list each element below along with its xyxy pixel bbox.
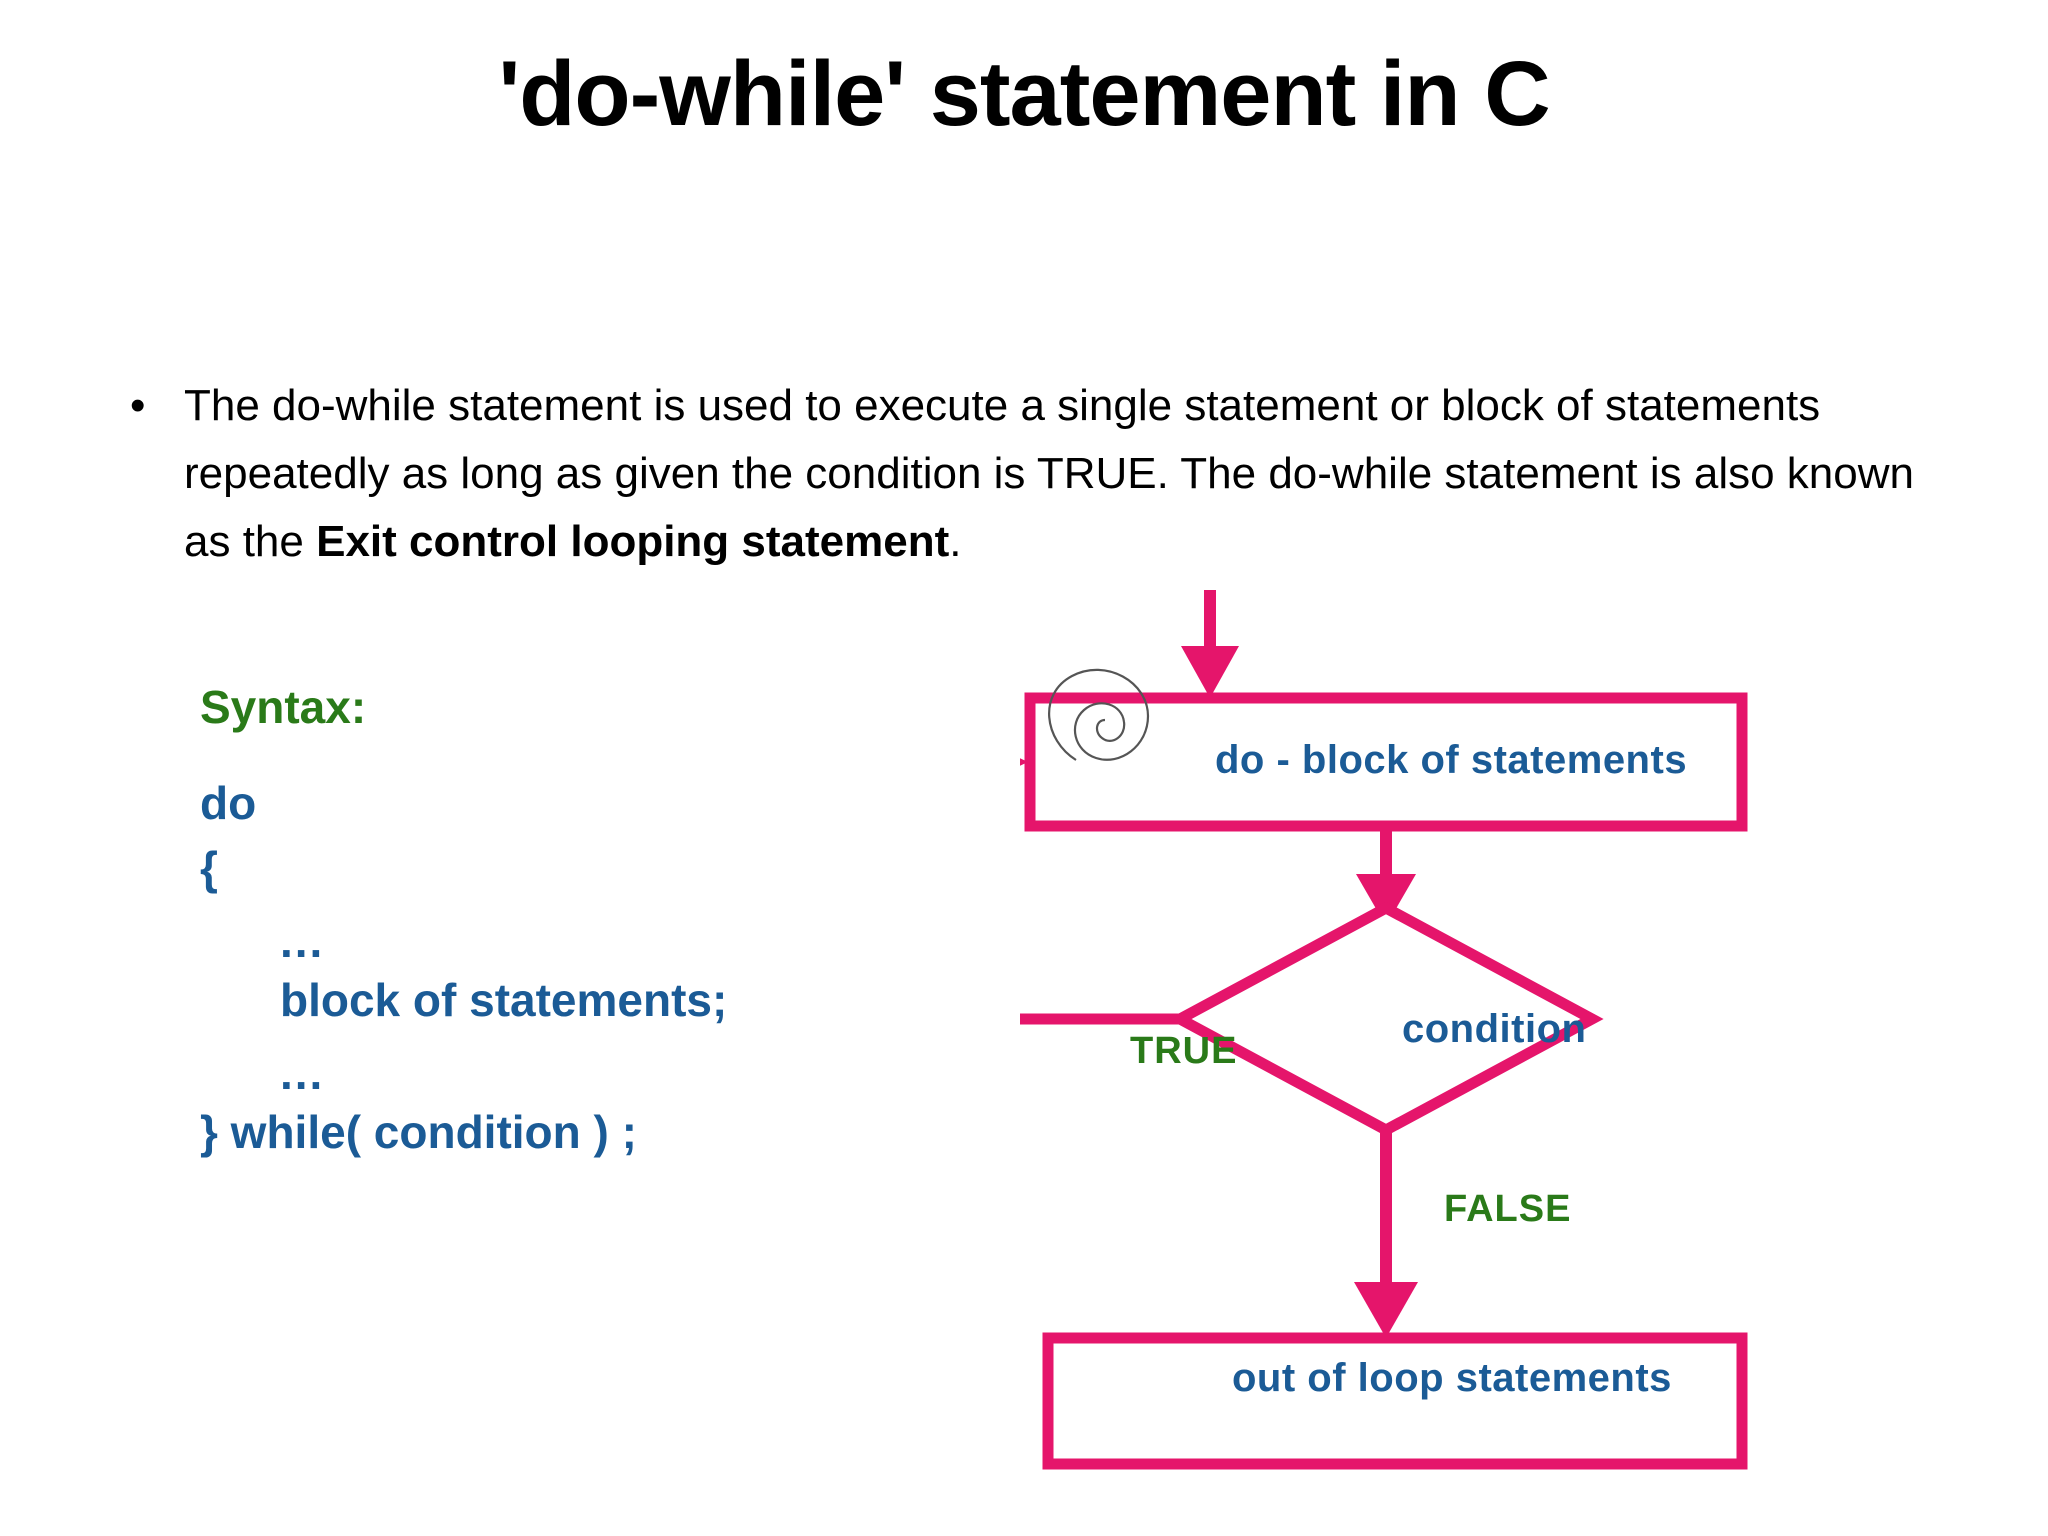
code-line-ellipsis-bottom: ... [280,1046,325,1099]
code-line-block-of-statements: block of statements; [280,973,728,1026]
flow-label-true: TRUE [1130,1030,1238,1072]
paragraph-emphasis-text: Exit control looping statement [316,517,950,566]
paragraph-trailing-text: . [949,517,962,566]
flow-label-do-block: do - block of statements [1215,738,1688,782]
code-line-do: do [200,777,257,829]
code-line-open-brace: { [200,841,218,894]
spiral-decoration-icon [1048,668,1150,761]
bullet-paragraph-text: The do-while statement is used to execut… [184,372,1932,576]
bullet-paragraph: • The do-while statement is used to exec… [122,372,1932,576]
code-line-while: } while( condition ) ; [200,1105,637,1158]
flow-label-false: FALSE [1444,1188,1572,1230]
code-line-ellipsis-top: ... [280,914,325,967]
flow-label-condition: condition [1402,1007,1587,1051]
process-to-decision-arrow-icon [1356,826,1416,926]
entry-arrow-icon [1181,590,1239,698]
syntax-heading: Syntax: [200,681,367,733]
page-title: 'do-while' statement in C [498,43,1550,145]
flowchart: do - block of statements condition out o… [1020,590,1980,1470]
exit-box-out-of-loop [1042,1332,1748,1470]
flow-label-out-of-loop: out of loop statements [1232,1356,1672,1400]
paragraph-lead-text: The do-while statement is used to execut… [184,381,1914,566]
flowchart-svg [1020,590,1748,1470]
decision-to-exit-arrow-icon [1354,1130,1418,1338]
syntax-block: Syntax: do { ... block of statements; ..… [200,680,960,1181]
bullet-marker: • [130,381,146,430]
